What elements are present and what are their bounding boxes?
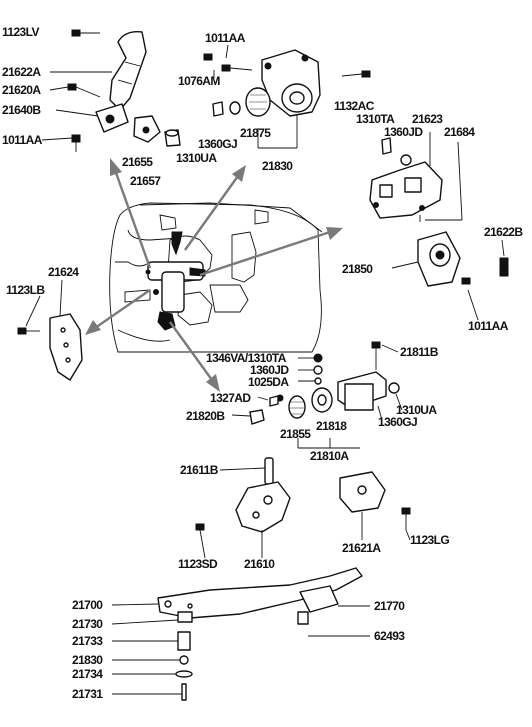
label-21620A: 21620A xyxy=(2,83,41,97)
label-1123LB: 1123LB xyxy=(6,283,45,297)
label-21640B: 21640B xyxy=(2,103,41,117)
label-21734: 21734 xyxy=(72,667,103,681)
label-62493: 62493 xyxy=(374,629,405,643)
center-mount-assembly xyxy=(249,341,400,449)
label-21624: 21624 xyxy=(48,265,79,279)
left-mount-bracket xyxy=(67,29,181,152)
label-21622B: 21622B xyxy=(484,225,523,239)
label-1123LG: 1123LG xyxy=(410,533,449,547)
label-21820B: 21820B xyxy=(186,409,225,423)
label-1346VA-1310TA: 1346VA/1310TA xyxy=(206,351,287,365)
label-21684: 21684 xyxy=(444,125,475,139)
label-21622A: 21622A xyxy=(2,65,41,79)
part-number-labels: 1123LV 21622A 21620A 21640B 1011AA 21655… xyxy=(2,25,524,701)
label-21657: 21657 xyxy=(130,174,161,188)
label-1132AC: 1132AC xyxy=(334,99,375,113)
label-21855: 21855 xyxy=(280,427,311,441)
label-1310UA-mid: 1310UA xyxy=(396,403,437,417)
label-1011AA-top: 1011AA xyxy=(205,31,246,45)
label-1360GJ-top: 1360GJ xyxy=(198,137,237,151)
label-21731: 21731 xyxy=(72,687,103,701)
right-engine-mount xyxy=(369,137,509,287)
label-21818: 21818 xyxy=(316,419,347,433)
label-1123LV: 1123LV xyxy=(2,25,39,39)
label-1011AA-left: 1011AA xyxy=(2,133,43,147)
vehicle-frame-outline xyxy=(109,202,323,353)
label-21830-top: 21830 xyxy=(262,159,293,173)
direction-arrows xyxy=(85,158,343,392)
label-1011AA-right: 1011AA xyxy=(468,319,509,333)
label-21830-bottom: 21830 xyxy=(72,653,103,667)
label-21733: 21733 xyxy=(72,634,103,648)
label-1360GJ-mid: 1360GJ xyxy=(378,415,417,429)
label-21611B: 21611B xyxy=(180,463,219,477)
label-21730: 21730 xyxy=(72,617,103,631)
label-21770: 21770 xyxy=(374,599,405,613)
engine-mount-cluster xyxy=(145,231,206,331)
label-21875: 21875 xyxy=(240,126,271,140)
label-21623: 21623 xyxy=(412,112,443,126)
label-21810A: 21810A xyxy=(310,449,349,463)
label-1123SD: 1123SD xyxy=(178,557,218,571)
lower-brackets xyxy=(195,457,411,533)
leader-lines xyxy=(25,44,505,695)
top-engine-mount xyxy=(203,49,371,117)
crossmember xyxy=(157,567,363,701)
label-1310TA: 1310TA xyxy=(356,112,395,126)
label-1310UA-top: 1310UA xyxy=(176,151,217,165)
label-1360JD-right: 1360JD xyxy=(384,125,423,139)
label-21610: 21610 xyxy=(244,557,275,571)
label-1327AD: 1327AD xyxy=(210,391,251,405)
label-21700: 21700 xyxy=(72,598,103,612)
label-21811B: 21811B xyxy=(400,345,439,359)
label-1360JD-mid: 1360JD xyxy=(250,363,289,377)
label-21621A: 21621A xyxy=(342,541,381,555)
label-21655: 21655 xyxy=(122,155,153,169)
label-1025DA: 1025DA xyxy=(248,375,289,389)
label-21850: 21850 xyxy=(342,262,373,276)
left-support-plate xyxy=(17,313,83,381)
label-1076AM: 1076AM xyxy=(178,74,220,88)
